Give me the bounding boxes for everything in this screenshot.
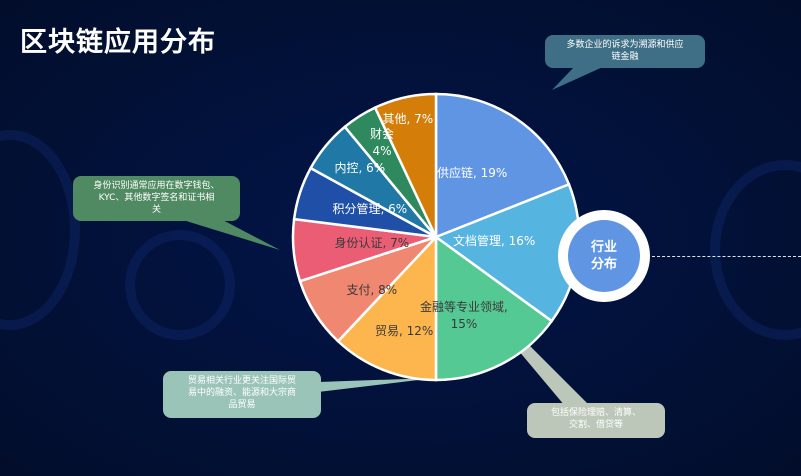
badge-inner: 行业 分布 xyxy=(568,220,640,292)
callout-finance: 包括保险理赔、清算、 交割、借贷等 xyxy=(527,403,665,438)
pie-slice-2 xyxy=(434,234,554,382)
pie-label: 内控, 6% xyxy=(334,160,386,175)
pie-label: 供应链, 19% xyxy=(437,165,508,180)
pie-label: 支付, 8% xyxy=(346,282,398,297)
decorative-gear-center xyxy=(125,230,235,340)
pie-slice-3 xyxy=(336,233,438,382)
callout-pointer-supply-chain xyxy=(552,66,605,90)
pie-label: 财会 4% xyxy=(370,127,395,158)
callout-pointer-trade xyxy=(318,378,435,392)
callout-supply-chain: 多数企业的诉求为溯源和供应 链金融 xyxy=(545,35,705,68)
pie-slices xyxy=(291,92,581,382)
callout-pointer-finance xyxy=(518,346,590,406)
callout-trade: 贸易相关行业更关注国际贸 易中的融资、能源和大宗商 品贸易 xyxy=(163,371,321,418)
callout-pointer-identity xyxy=(170,216,280,250)
dashed-connector xyxy=(652,256,801,257)
pie-label: 积分管理, 6% xyxy=(332,201,408,216)
pie-slice-0 xyxy=(434,92,571,239)
pie-label: 其他, 7% xyxy=(382,111,434,126)
page-title: 区块链应用分布 xyxy=(20,27,216,58)
pie-slice-9 xyxy=(373,92,438,238)
industry-distribution-badge: 行业 分布 xyxy=(558,210,650,302)
pie-label: 身份认证, 7% xyxy=(334,235,410,250)
pie-label: 文档管理, 16% xyxy=(453,233,536,248)
pie-label: 金融等专业领域, 15% xyxy=(420,300,508,331)
pie-label: 贸易, 12% xyxy=(375,323,434,338)
callout-identity: 身份识别通常应用在数字钱包、 KYC、其他数字签名和证书相 关 xyxy=(73,176,240,221)
